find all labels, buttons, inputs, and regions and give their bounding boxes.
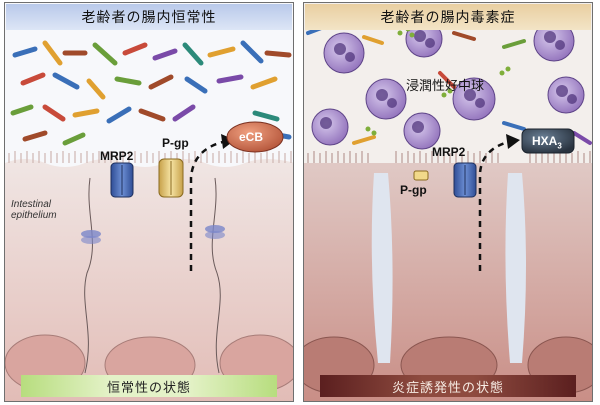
hxa-node xyxy=(521,128,575,154)
hxa-label: HXA3 xyxy=(532,134,562,151)
inflammatory-state-footer: 炎症誘発性の状態 xyxy=(320,375,576,397)
pgp-transporter-icon xyxy=(413,170,429,181)
pgp-label: P-gp xyxy=(162,136,189,150)
pgp-transporter-icon xyxy=(158,158,184,198)
ecb-node xyxy=(226,121,284,153)
dysbiosis-panel: 老齢者の腸内毒素症 浸潤性好中球 MRP2 P-gp HXA3 炎症誘発性の状態 xyxy=(303,2,593,402)
homeostasis-panel: 老齢者の腸内恒常性 MRP2 P-gp eCB Intestinal epith… xyxy=(4,2,294,402)
homeostasis-title: 老齢者の腸内恒常性 xyxy=(6,4,292,30)
ecb-label: eCB xyxy=(239,130,264,144)
dysbiosis-title: 老齢者の腸内毒素症 xyxy=(305,4,591,30)
epithelium-tissue xyxy=(5,159,293,401)
neutrophil-label: 浸潤性好中球 xyxy=(406,79,485,94)
tight-junction-icon xyxy=(81,225,225,244)
mrp2-label: MRP2 xyxy=(100,149,134,163)
microvilli xyxy=(8,151,292,163)
mrp2-transporter-icon xyxy=(110,162,134,198)
pgp-label: P-gp xyxy=(400,183,427,197)
mrp2-transporter-icon xyxy=(453,162,477,198)
bacteria-icon xyxy=(10,40,292,146)
efflux-arrow-icon xyxy=(189,139,228,271)
mrp2-label: MRP2 xyxy=(432,145,466,159)
epithelium-label: Intestinal epithelium xyxy=(11,199,57,221)
dysbiosis-illustration xyxy=(304,20,592,401)
homeostasis-state-footer: 恒常性の状態 xyxy=(21,375,277,397)
bacteria-icon xyxy=(306,25,592,145)
